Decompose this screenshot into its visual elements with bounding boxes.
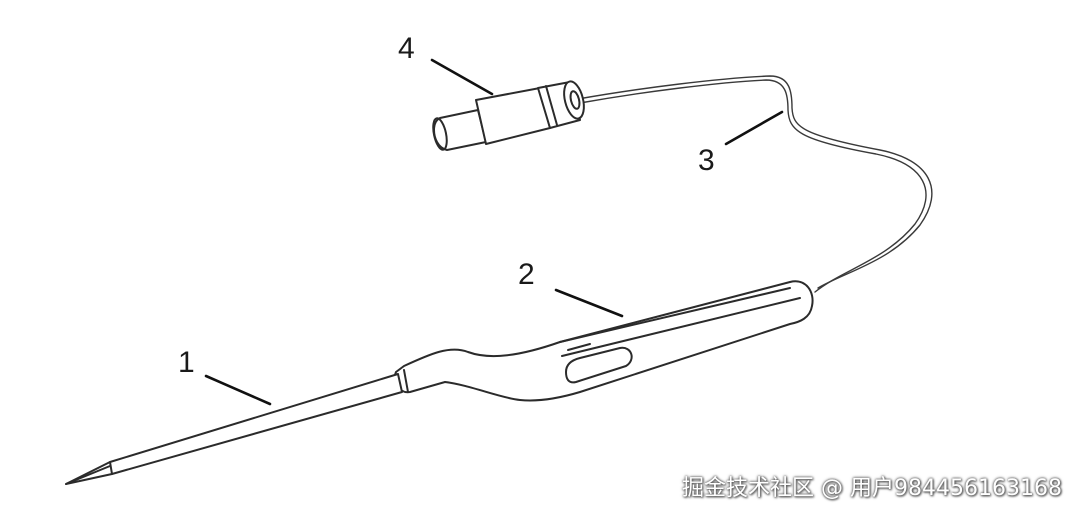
cable [577, 75, 933, 293]
callout-label-3: 3 [698, 144, 715, 177]
callout-label-4: 4 [398, 32, 415, 65]
callout-label-1: 1 [178, 346, 195, 379]
probe-needle [65, 373, 403, 485]
callout-label-2: 2 [518, 258, 535, 291]
leader-line-4 [430, 58, 494, 96]
leader-line-2 [554, 288, 624, 318]
leader-line-3 [724, 110, 784, 146]
connector-plug [432, 80, 585, 151]
probe-handle [393, 280, 814, 402]
watermark-text: 掘金技术社区 @ 用户984456163168 [682, 476, 1062, 501]
leader-line-1 [204, 374, 272, 406]
